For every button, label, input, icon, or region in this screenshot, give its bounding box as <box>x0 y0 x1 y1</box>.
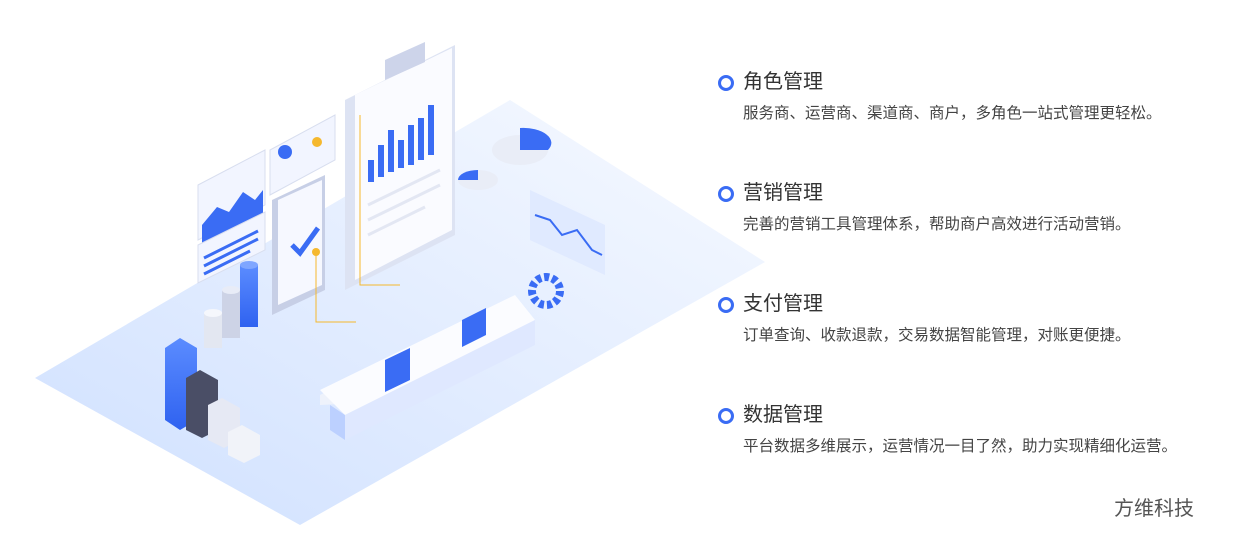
pie-charts <box>458 127 552 190</box>
ring-bullet-icon <box>718 75 734 91</box>
feature-title: 支付管理 <box>743 291 823 315</box>
clipboard-report <box>345 42 455 290</box>
phone <box>272 175 325 315</box>
feature-desc: 服务商、运营商、渠道商、商户，多角色一站式管理更轻松。 <box>743 104 1162 122</box>
chart-panels <box>197 114 336 284</box>
desk <box>320 295 535 440</box>
feature-title: 营销管理 <box>743 180 823 204</box>
ring-bullet-icon <box>718 408 734 424</box>
feature-title: 数据管理 <box>743 402 823 426</box>
ring-bullet-icon <box>718 297 734 313</box>
watermark: 方维科技 <box>1114 496 1194 520</box>
feature-desc: 平台数据多维展示，运营情况一目了然，助力实现精细化运营。 <box>743 437 1178 455</box>
isometric-illustration <box>35 42 765 525</box>
gear-icon <box>528 273 564 309</box>
bar-blocks <box>165 261 260 463</box>
line-chart-panel <box>530 190 605 275</box>
feature-desc: 完善的营销工具管理体系，帮助商户高效进行活动营销。 <box>743 215 1131 233</box>
feature-title: 角色管理 <box>743 69 823 93</box>
ring-bullet-icon <box>718 186 734 202</box>
feature-desc: 订单查询、收款退款，交易数据智能管理，对账更便捷。 <box>743 326 1131 344</box>
